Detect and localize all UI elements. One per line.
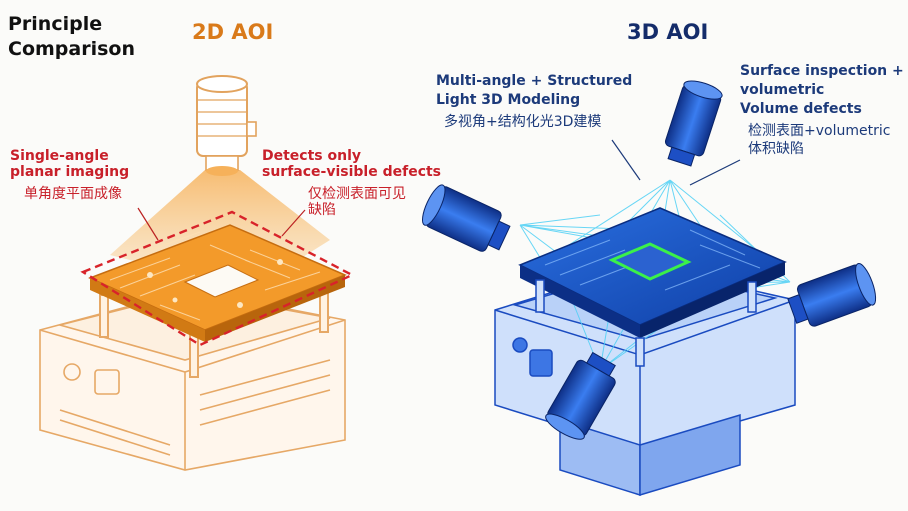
aoi-2d-left-leader bbox=[137, 207, 159, 241]
aoi-3d-heading: 3D AOI bbox=[627, 20, 709, 44]
page-title-line2: Comparison bbox=[8, 37, 135, 60]
aoi-3d-left-callout-en2: Light 3D Modeling bbox=[436, 91, 581, 108]
page-title-line1: Principle bbox=[8, 13, 103, 35]
aoi-2d-left-callout: Single-angle planar imaging 单角度平面成像 bbox=[10, 148, 129, 202]
aoi-3d-illustration bbox=[421, 80, 877, 497]
aoi-3d-camera-bottom bbox=[545, 351, 616, 440]
aoi-2d-right-leader bbox=[281, 209, 306, 237]
aoi-3d-camera-left bbox=[421, 184, 511, 252]
aoi-2d-right-callout: Detects only surface-visible defects 仅检测… bbox=[262, 148, 441, 218]
aoi-2d-illustration bbox=[39, 75, 355, 471]
aoi-3d-left-callout: Multi-angle + Structured Light 3D Modeli… bbox=[436, 72, 632, 131]
aoi-2d-right-callout-cn2: 缺陷 bbox=[308, 202, 336, 219]
aoi-2d-left-callout-en1: Single-angle bbox=[10, 148, 109, 164]
aoi-3d-pcb bbox=[518, 207, 787, 338]
aoi-2d-right-callout-en1: Detects only bbox=[262, 148, 362, 164]
aoi-3d-right-callout-cn2: 体积缺陷 bbox=[748, 140, 804, 157]
aoi-3d-right-callout: Surface inspection + volumetric Volume d… bbox=[740, 62, 904, 158]
aoi-3d-left-callout-cn: 多视角+结构化光3D建模 bbox=[444, 113, 602, 130]
aoi-3d-right-callout-en3: Volume defects bbox=[740, 100, 862, 117]
aoi-3d-posts bbox=[535, 279, 757, 367]
aoi-2d-right-callout-en2: surface-visible defects bbox=[262, 164, 442, 181]
aoi-3d-right-callout-cn1: 检测表面+volumetric bbox=[748, 122, 891, 139]
page-title: Principle Comparison bbox=[8, 12, 135, 61]
aoi-3d-right-leader bbox=[689, 159, 741, 186]
aoi-3d-right-callout-en2: volumetric bbox=[740, 81, 825, 98]
aoi-2d-heading: 2D AOI bbox=[192, 20, 274, 44]
aoi-3d-camera-right bbox=[787, 263, 877, 327]
aoi-2d-left-callout-en2: planar imaging bbox=[10, 164, 130, 181]
aoi-2d-camera bbox=[196, 75, 257, 176]
aoi-2d-detection-region bbox=[80, 210, 355, 347]
aoi-2d-right-callout-cn1: 仅检测表面可见 bbox=[308, 186, 406, 203]
aoi-2d-left-callout-cn: 单角度平面成像 bbox=[24, 186, 122, 203]
aoi-3d-left-leader bbox=[611, 139, 641, 181]
aoi-3d-chip-highlight bbox=[608, 242, 692, 281]
aoi-3d-camera-top bbox=[664, 80, 723, 167]
aoi-3d-left-callout-en1: Multi-angle + Structured bbox=[436, 73, 633, 89]
aoi-3d-right-callout-en1: Surface inspection + bbox=[740, 63, 904, 79]
